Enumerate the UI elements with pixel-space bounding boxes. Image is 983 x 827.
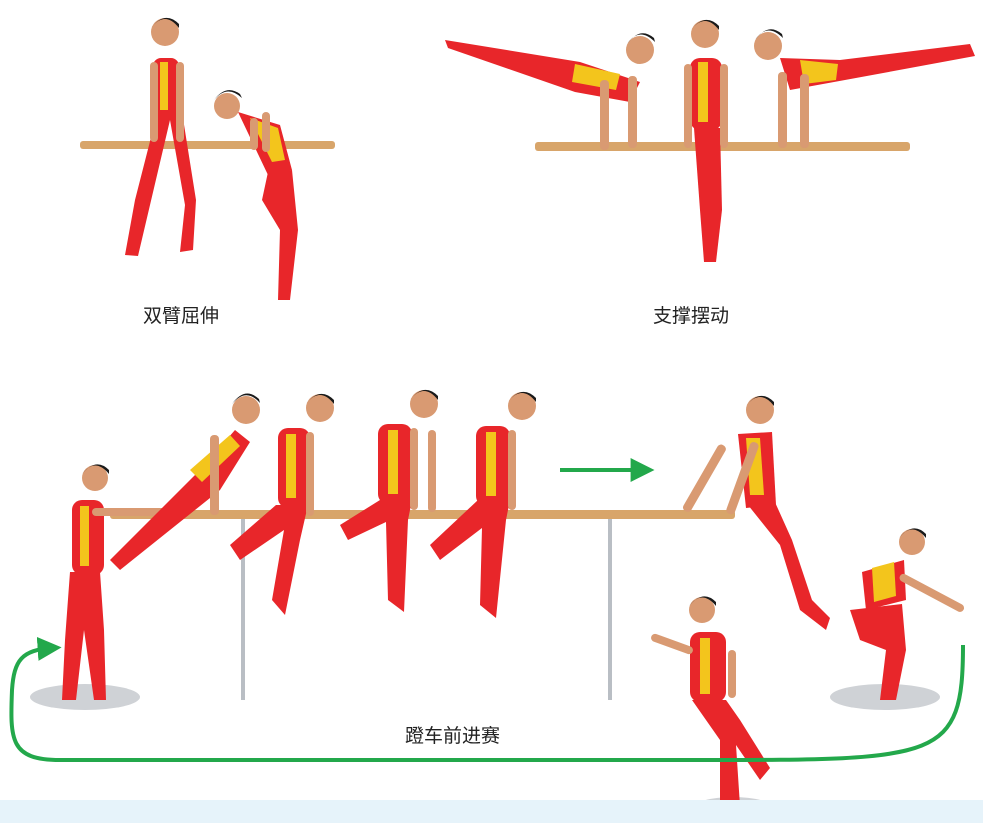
athlete xyxy=(125,17,196,256)
athlete xyxy=(445,33,655,150)
athlete xyxy=(684,19,728,262)
figure-caption-text: 支撑摆动 xyxy=(653,305,729,327)
athlete xyxy=(850,528,965,700)
athlete xyxy=(340,389,438,612)
bar xyxy=(80,141,335,149)
footer-strip xyxy=(0,800,983,823)
panel-bar-dips: 双臂屈伸 xyxy=(80,17,335,327)
figure-caption-text: 蹬车前进赛 xyxy=(405,725,500,747)
figure-caption: 蹬车前进赛 xyxy=(405,725,500,747)
figure-caption-text: 双臂屈伸 xyxy=(143,305,219,327)
athlete xyxy=(682,395,830,630)
panel-support-swing: 支撑摆动 xyxy=(445,19,975,327)
athlete xyxy=(651,596,770,806)
figure-caption: 双臂屈伸 xyxy=(143,305,219,327)
athlete xyxy=(214,90,298,300)
floor-shadow xyxy=(30,684,140,710)
athlete xyxy=(430,391,536,618)
post xyxy=(608,518,612,700)
figure-caption: 支撑摆动 xyxy=(653,305,729,327)
athlete xyxy=(62,464,182,700)
athlete xyxy=(230,393,334,615)
panel-relay: 蹬车前进赛 xyxy=(9,389,965,819)
bar xyxy=(110,510,735,519)
return-loop-arrow xyxy=(9,636,965,762)
athlete xyxy=(110,393,260,570)
athlete xyxy=(754,29,975,148)
post xyxy=(241,518,245,700)
